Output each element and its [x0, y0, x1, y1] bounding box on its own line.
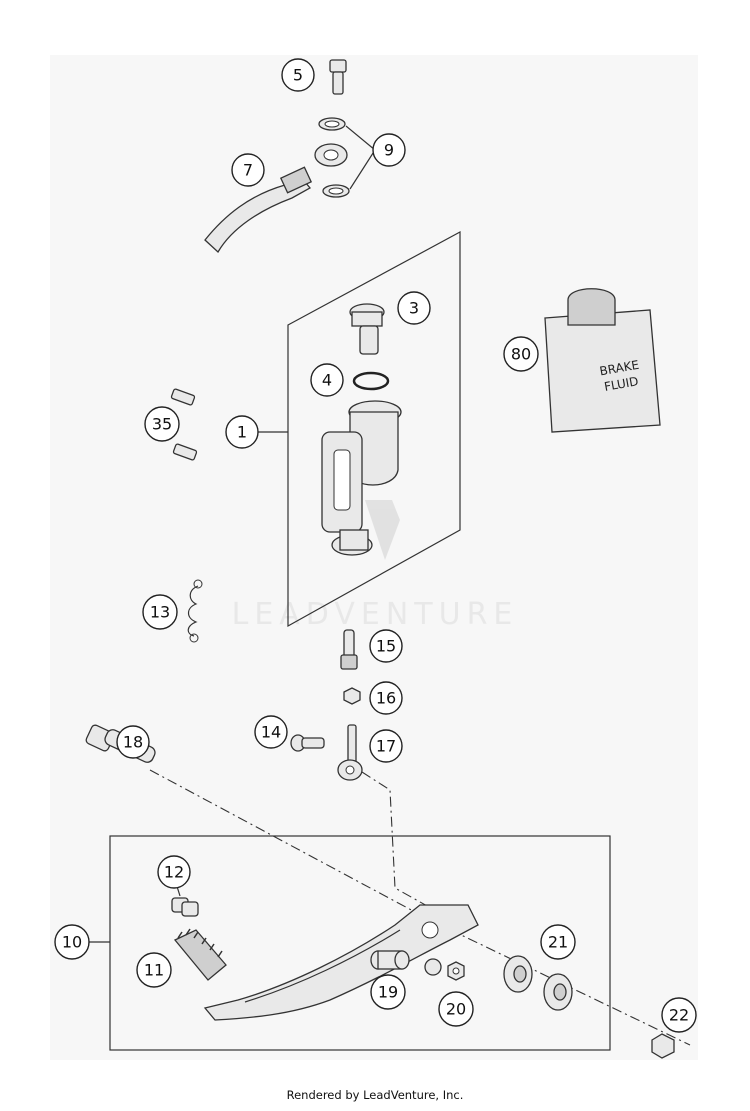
leadventure-watermark: LEADVENTURE [232, 500, 519, 632]
callout-17: 17 [369, 729, 403, 763]
callout-10: 10 [54, 924, 90, 960]
rendered-by-footer: Rendered by LeadVenture, Inc. [286, 1088, 464, 1102]
master-cylinder-part[interactable] [321, 400, 402, 556]
rivets-part[interactable] [171, 897, 199, 917]
svg-text:22: 22 [669, 1006, 689, 1025]
pivot-nut-part[interactable] [651, 1033, 675, 1059]
svg-text:19: 19 [378, 983, 398, 1002]
reservoir-fitting-part[interactable] [349, 303, 385, 355]
watermark-text: LEADVENTURE [232, 597, 519, 632]
brake-hose-part[interactable] [204, 143, 348, 254]
bushing-part[interactable] [370, 950, 410, 970]
callout-3: 3 [397, 291, 431, 325]
callout-16: 16 [369, 681, 403, 715]
callout-22: 22 [661, 997, 697, 1033]
callout-5: 5 [281, 58, 315, 92]
brake-pedal-part[interactable] [203, 904, 479, 1021]
callout-1: 1 [225, 415, 259, 449]
callout-20: 20 [438, 991, 474, 1027]
callout-19: 19 [370, 974, 406, 1010]
callout-9: 9 [372, 133, 406, 167]
svg-text:7: 7 [243, 161, 253, 180]
svg-text:17: 17 [376, 737, 396, 756]
callout-80: 80 [503, 336, 539, 372]
assembly-line-pivot [149, 769, 691, 1046]
svg-text:9: 9 [384, 141, 394, 160]
brake-fluid-bottle-part[interactable]: BRAKE FLUID [544, 288, 661, 433]
bottle-label-line2: FLUID [603, 374, 639, 394]
svg-text:5: 5 [293, 66, 303, 85]
push-rod-part[interactable] [340, 629, 358, 670]
pedal-tip-part[interactable] [173, 928, 227, 981]
svg-text:4: 4 [322, 371, 332, 390]
callout-15: 15 [369, 629, 403, 663]
svg-text:15: 15 [376, 637, 396, 656]
svg-text:3: 3 [409, 299, 419, 318]
svg-text:21: 21 [548, 933, 568, 952]
svg-text:35: 35 [152, 415, 172, 434]
return-spring-part[interactable] [187, 579, 203, 643]
master-cylinder-group-outline [287, 230, 461, 628]
svg-text:80: 80 [511, 345, 531, 364]
svg-text:12: 12 [164, 863, 184, 882]
banjo-bolt-part[interactable] [329, 59, 347, 95]
clevis-part[interactable] [337, 724, 363, 781]
svg-text:16: 16 [376, 689, 396, 708]
svg-text:1: 1 [237, 423, 247, 442]
assembly-line-clevis [361, 771, 439, 913]
callout-7: 7 [231, 153, 265, 187]
svg-text:13: 13 [150, 603, 170, 622]
bottle-label-line1: BRAKE [599, 358, 641, 379]
svg-text:20: 20 [446, 1000, 466, 1019]
callout-14: 14 [254, 715, 288, 749]
clevis-pin-part[interactable] [290, 734, 325, 752]
callout-21: 21 [540, 924, 576, 960]
o-ring-part[interactable] [352, 371, 390, 391]
callout-18: 18 [116, 725, 150, 759]
callout-13: 13 [142, 594, 178, 630]
mounting-bolts-part[interactable] [170, 388, 198, 461]
brake-pedal-group-outline [109, 835, 611, 1051]
svg-text:11: 11 [144, 961, 164, 980]
diagram-background [50, 55, 698, 1060]
svg-text:10: 10 [62, 933, 82, 952]
svg-text:14: 14 [261, 723, 281, 742]
callout-4: 4 [310, 363, 344, 397]
sealing-washers-part[interactable] [318, 117, 350, 198]
svg-text:18: 18 [123, 733, 143, 752]
bearings-part[interactable] [503, 955, 573, 1011]
pedal-nut-part[interactable] [447, 961, 465, 981]
callout-35: 35 [144, 406, 180, 442]
callout-11: 11 [136, 952, 172, 988]
lock-nut-part[interactable] [343, 687, 361, 705]
callout-12: 12 [157, 855, 191, 889]
